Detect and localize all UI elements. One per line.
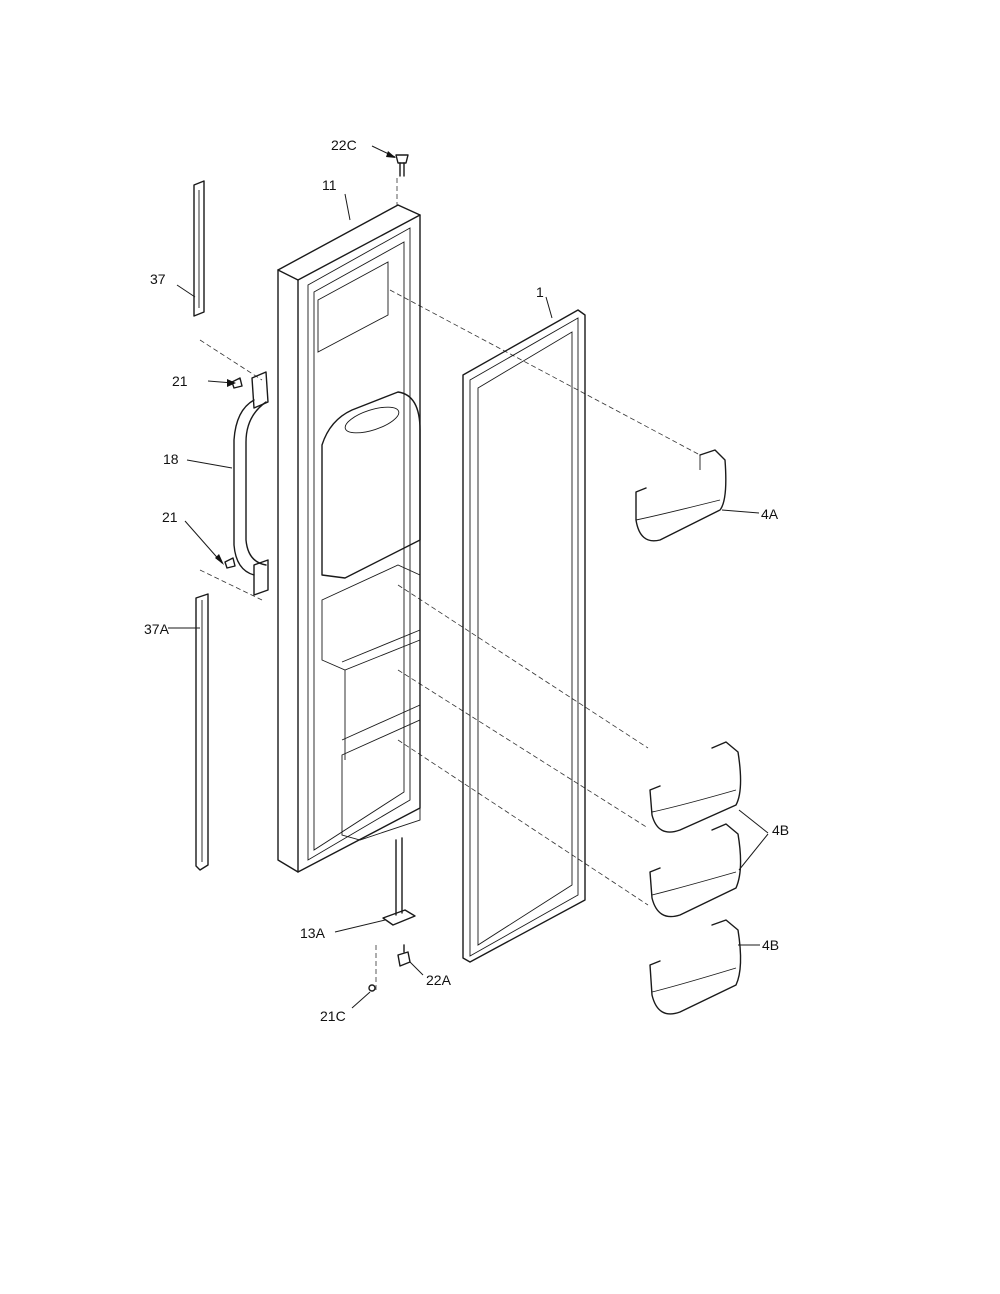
part-4b-middle-bin [649,823,742,918]
part-18-handle [233,371,269,596]
label-11: 11 [322,177,337,193]
alignment-lines [199,178,701,990]
part-4b-upper-bin [649,741,742,833]
label-37a: 37A [144,621,170,637]
label-22c: 22C [331,137,357,153]
part-21-top-screw [231,377,243,389]
label-21c: 21C [320,1008,346,1024]
label-22a: 22A [426,972,452,988]
label-21-top: 21 [172,373,188,389]
part-21-bottom-screw [224,557,236,569]
label-18: 18 [163,451,179,467]
part-37a-trim [195,593,209,871]
label-13a: 13A [300,925,326,941]
leader-lines [168,145,769,1009]
label-4b-lower: 4B [762,937,779,953]
part-37-trim [193,180,205,317]
part-labels: 22C 11 37 1 21 18 4A 21 37A 4B 13A 4B 22… [144,137,789,1024]
part-11-door-panel [277,204,421,916]
part-22a-screw [397,944,411,967]
label-37: 37 [150,271,166,287]
label-4a: 4A [761,506,779,522]
part-13a-hinge [382,909,416,926]
label-4b-upper: 4B [772,822,789,838]
part-22c-screw [395,154,409,177]
part-4b-lower-bin [649,919,742,1015]
label-1: 1 [536,284,544,300]
part-1-gasket [462,309,586,963]
part-21c-screw [368,984,376,992]
part-4a-bin [635,449,727,542]
label-21-bottom: 21 [162,509,178,525]
